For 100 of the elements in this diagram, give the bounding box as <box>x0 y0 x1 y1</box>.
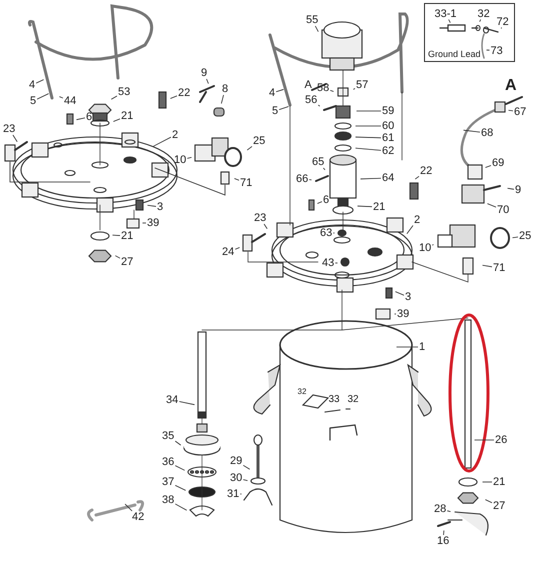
leader-line <box>110 96 118 100</box>
leader-line <box>113 118 120 122</box>
callout-number: 55 <box>305 14 320 26</box>
callout-number: 43 <box>321 257 336 269</box>
leader-line <box>147 204 156 207</box>
callout-number: 6 <box>85 111 94 123</box>
callout-number: 64 <box>381 172 396 184</box>
callout-number: 61 <box>381 132 396 144</box>
callout-number: 23 <box>2 123 16 135</box>
leader-line <box>463 130 480 133</box>
leader-line <box>432 244 434 246</box>
leader-line <box>355 148 382 151</box>
callout-number: 3 <box>404 291 412 303</box>
callout-number: 35 <box>161 430 176 442</box>
leader-line <box>507 188 514 190</box>
callout-number: 73 <box>490 44 504 56</box>
leader-line <box>406 225 414 234</box>
callout-number: 29 <box>229 455 244 467</box>
callout-number: 57 <box>355 79 370 91</box>
callout-number: 2 <box>413 214 422 226</box>
callout-number: 33 <box>328 394 340 406</box>
callout-number: 72 <box>496 16 510 28</box>
callout-number: 69 <box>491 157 506 169</box>
leader-line <box>170 95 178 99</box>
leader-line <box>486 50 490 51</box>
callout-number: 22 <box>177 87 192 99</box>
leader-line <box>512 236 518 238</box>
callout-number: 59 <box>381 105 396 117</box>
callout-number: 27 <box>492 500 506 512</box>
leader-line <box>394 291 404 296</box>
callout-number: 4 <box>28 79 36 91</box>
callout-number: 32 <box>298 386 306 398</box>
leader-line <box>308 179 312 180</box>
callout-number: 4 <box>268 87 276 99</box>
leader-line <box>485 165 492 168</box>
leader-line <box>482 264 492 268</box>
callout-number: 10 <box>173 154 188 166</box>
leader-line <box>142 222 146 224</box>
callout-number: 5 <box>29 95 38 107</box>
callout-number: 25 <box>518 230 532 242</box>
leader-line <box>246 146 252 150</box>
leader-line <box>114 255 120 259</box>
inset-panel <box>424 3 515 62</box>
callout-number: 27 <box>120 256 134 268</box>
callout-number: 62 <box>381 145 396 157</box>
leader-line <box>186 156 192 159</box>
leader-line <box>276 89 284 92</box>
callout-number: 68 <box>480 127 494 139</box>
leader-line <box>357 206 372 208</box>
callout-number: 39 <box>396 308 410 320</box>
leader-line <box>479 19 482 22</box>
leader-line <box>508 110 514 112</box>
leader-line <box>264 224 268 230</box>
leader-line <box>448 19 451 24</box>
leader-line <box>322 168 326 170</box>
callout-number: 44 <box>63 95 78 107</box>
callout-number: 16 <box>436 535 450 547</box>
callout-number: 24 <box>221 246 236 258</box>
callout-number: 56 <box>304 94 318 106</box>
callout-number: 8 <box>221 83 230 95</box>
callout-number: 34 <box>165 394 180 406</box>
callout-number: 10 <box>418 242 432 254</box>
leader-line <box>446 510 451 512</box>
callout-number: 53 <box>117 86 132 98</box>
leader-line <box>317 201 322 204</box>
callout-number: 33-1 <box>434 8 458 20</box>
leader-line <box>174 504 188 511</box>
leader-line <box>414 176 420 180</box>
leader-line <box>360 178 382 180</box>
callout-number: 66 <box>295 173 310 185</box>
leader-line <box>36 93 50 100</box>
callout-number: 21 <box>120 110 134 122</box>
callout-number: 36 <box>161 456 176 468</box>
leader-line <box>76 117 86 120</box>
callout-number: 32 <box>476 8 491 20</box>
callout-number: 60 <box>381 120 396 132</box>
callout-number: 58 <box>316 82 330 94</box>
leader-line <box>234 247 240 250</box>
callout-number: 21 <box>492 476 506 488</box>
leader-line <box>12 134 18 142</box>
callout-number: 9 <box>514 184 522 196</box>
callout-number: 32 <box>348 394 359 406</box>
callout-number: 37 <box>161 476 176 488</box>
leader-line <box>352 88 356 90</box>
leader-line <box>178 401 195 406</box>
leader-line <box>278 106 289 110</box>
leader-line <box>318 104 320 107</box>
callout-number: 63 <box>319 227 334 239</box>
leader-line <box>206 78 209 84</box>
callout-number: 67 <box>513 106 528 118</box>
leader-line <box>314 26 319 32</box>
callout-number: 28 <box>433 503 448 515</box>
callout-number: 2 <box>171 129 180 141</box>
leader-line <box>112 234 120 236</box>
leader-line <box>174 440 182 446</box>
callout-number: 26 <box>494 434 508 446</box>
leader-line <box>174 485 186 491</box>
leader-line <box>443 530 444 536</box>
callout-number: 30 <box>229 472 244 484</box>
callout-number: 71 <box>492 262 506 274</box>
